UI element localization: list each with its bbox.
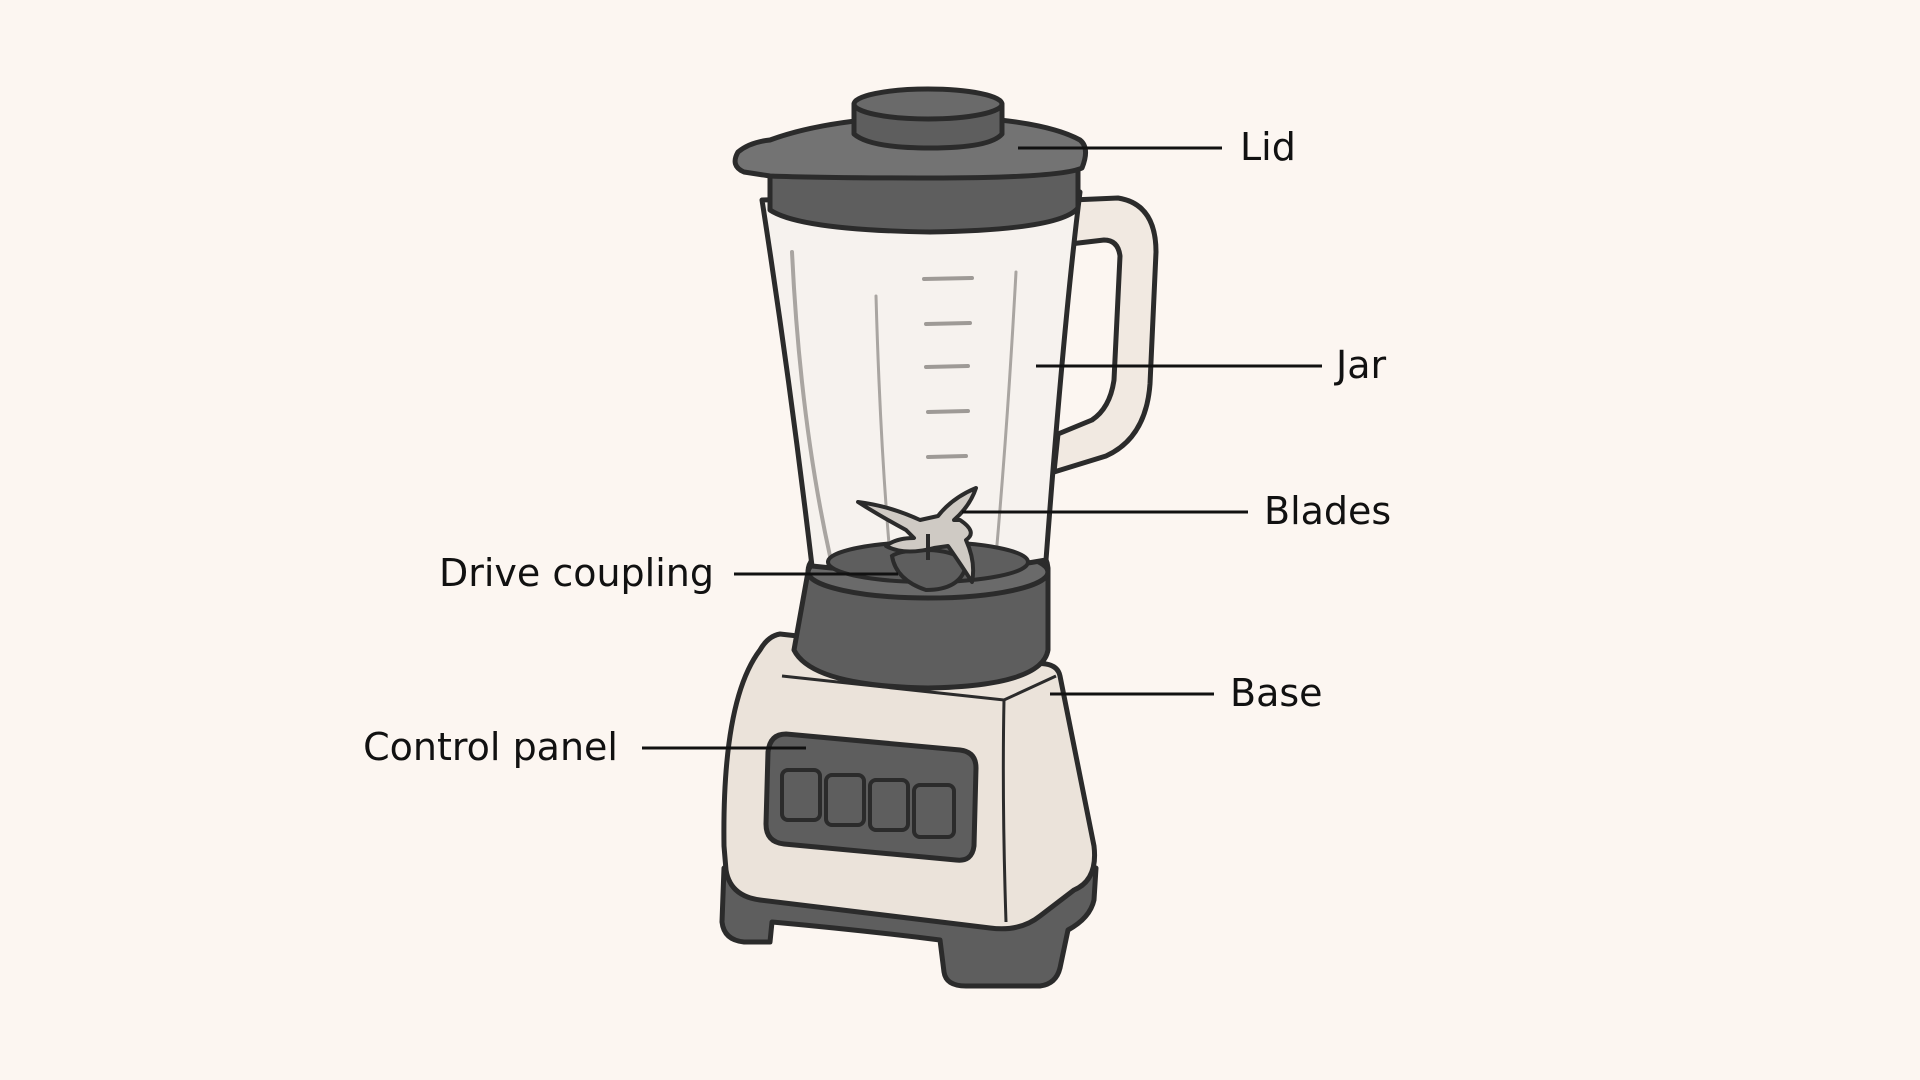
lid-cap-top xyxy=(851,86,1005,122)
jar-mark-3 xyxy=(924,364,970,369)
label-blades: Blades xyxy=(1264,489,1392,533)
lid-skirt xyxy=(767,165,1081,235)
base-side-edge xyxy=(1001,699,1008,923)
jar-group xyxy=(759,189,1159,593)
jar-handle xyxy=(1051,195,1159,475)
jar-mark-5 xyxy=(926,454,968,459)
label-base: Base xyxy=(1230,671,1323,715)
control-button-2 xyxy=(824,773,866,827)
base-group xyxy=(719,631,1099,989)
label-lid: Lid xyxy=(1240,125,1296,169)
control-button-1 xyxy=(780,768,822,822)
jar-mark-1 xyxy=(922,276,974,281)
label-control-panel: Control panel xyxy=(363,725,618,769)
jar-glass xyxy=(759,189,1083,575)
label-jar: Jar xyxy=(1336,343,1387,387)
lid-group xyxy=(732,86,1088,235)
jar-mark-4 xyxy=(926,409,970,414)
control-button-3 xyxy=(868,778,910,832)
jar-highlight-mid xyxy=(874,294,892,558)
jar-mark-2 xyxy=(924,321,972,326)
label-drive-coupling: Drive coupling xyxy=(438,551,714,595)
jar-highlight-right xyxy=(994,270,1018,558)
blades xyxy=(856,486,978,584)
jar-highlight-left xyxy=(790,250,832,558)
control-button-4 xyxy=(912,783,956,839)
